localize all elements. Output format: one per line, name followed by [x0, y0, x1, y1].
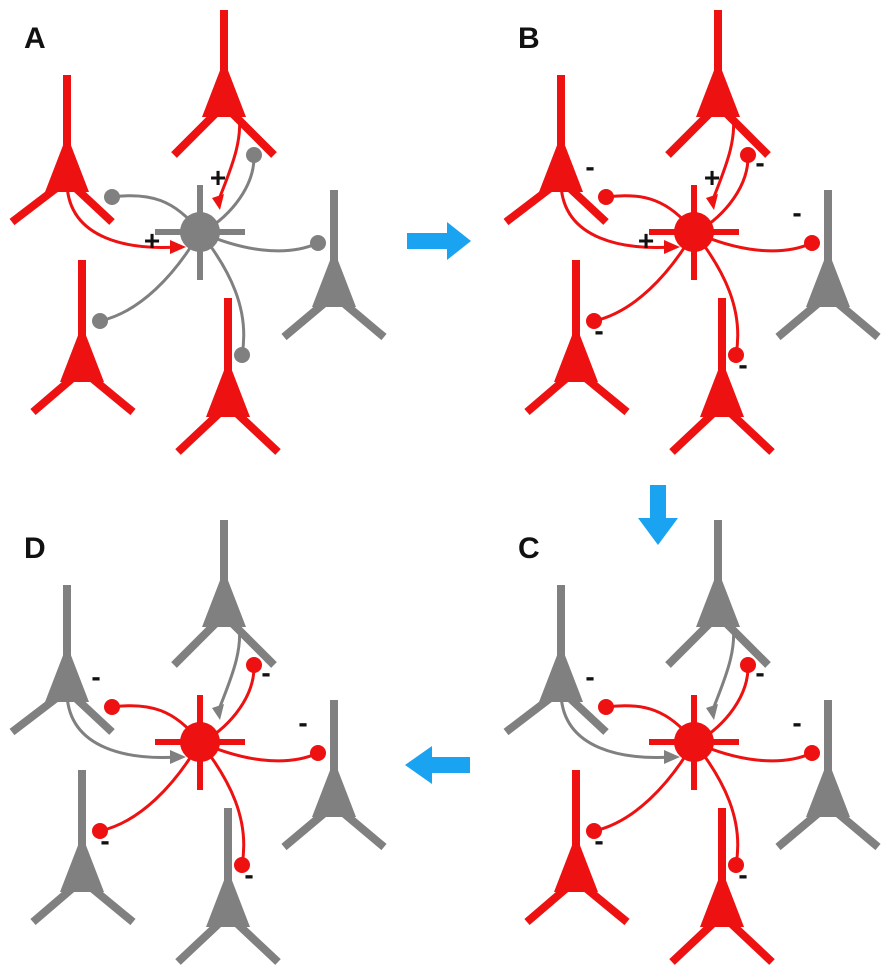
panel-c: C----- [503, 520, 881, 965]
pyramidal-neuron-lower-left [30, 770, 136, 926]
central-interneuron [649, 695, 739, 790]
inhibitory-sign: - [91, 661, 100, 692]
panel-a: A++ [9, 10, 387, 455]
central-interneuron [155, 695, 245, 790]
pyramidal-neuron-upper-left [9, 585, 115, 736]
pyramidal-neuron-top [171, 10, 277, 158]
pyramidal-neuron-top [665, 10, 771, 158]
inhibitory-sign: - [594, 315, 603, 346]
pyramidal-neuron-bottom [669, 298, 775, 455]
excitatory-sign: + [704, 162, 720, 193]
pyramidal-neuron-top [171, 520, 277, 668]
pyramidal-neuron-bottom [175, 298, 281, 455]
pyramidal-neuron-right [281, 190, 387, 341]
pyramidal-neuron-top [665, 520, 771, 668]
excitatory-sign: + [210, 162, 226, 193]
inhibitory-sign: - [298, 707, 307, 738]
inhibitory-sign: - [755, 147, 764, 178]
panel-label: A [24, 22, 46, 55]
panel-label: D [24, 532, 46, 565]
inhibitory-sign: - [738, 349, 747, 380]
arrow-right-icon [407, 222, 471, 260]
excitatory-synapse-upper-left [65, 184, 186, 254]
excitatory-synapse-top [212, 619, 242, 720]
inhibitory-sign: - [594, 825, 603, 856]
excitatory-synapse-upper-left [559, 184, 680, 254]
pyramidal-neuron-right [775, 190, 881, 341]
pyramidal-neuron-lower-left [524, 260, 630, 416]
inhibitory-sign: - [244, 859, 253, 890]
pyramidal-neuron-upper-left [503, 75, 609, 226]
excitatory-synapse-top [212, 109, 242, 210]
inhibitory-sign: - [261, 657, 270, 688]
inhibitory-sign: - [755, 657, 764, 688]
excitatory-synapse-upper-left [65, 694, 186, 764]
inhibitory-sign: - [100, 825, 109, 856]
inhibitory-sign: - [792, 197, 801, 228]
panel-label: B [518, 22, 540, 55]
pyramidal-neuron-lower-left [524, 770, 630, 926]
pyramidal-neuron-upper-left [503, 585, 609, 736]
excitatory-synapse-upper-left [559, 694, 680, 764]
excitatory-synapse-top [706, 619, 736, 720]
pyramidal-neuron-upper-left [9, 75, 115, 226]
arrow-left-icon [405, 746, 470, 784]
central-interneuron [155, 185, 245, 280]
excitatory-synapse-top [706, 109, 736, 210]
inhibitory-sign: - [585, 661, 594, 692]
pyramidal-neuron-right [775, 700, 881, 851]
inhibitory-sign: - [792, 707, 801, 738]
arrow-down-icon [638, 485, 678, 545]
pyramidal-neuron-lower-left [30, 260, 136, 416]
inhibitory-sign: - [585, 151, 594, 182]
transition-arrows [405, 222, 678, 784]
panel-b: B++----- [503, 10, 881, 455]
pyramidal-neuron-right [281, 700, 387, 851]
central-interneuron [649, 185, 739, 280]
pyramidal-neuron-bottom [669, 808, 775, 965]
panel-d: D----- [9, 520, 387, 965]
inhibitory-sign: - [738, 859, 747, 890]
panel-label: C [518, 532, 540, 565]
pyramidal-neuron-bottom [175, 808, 281, 965]
